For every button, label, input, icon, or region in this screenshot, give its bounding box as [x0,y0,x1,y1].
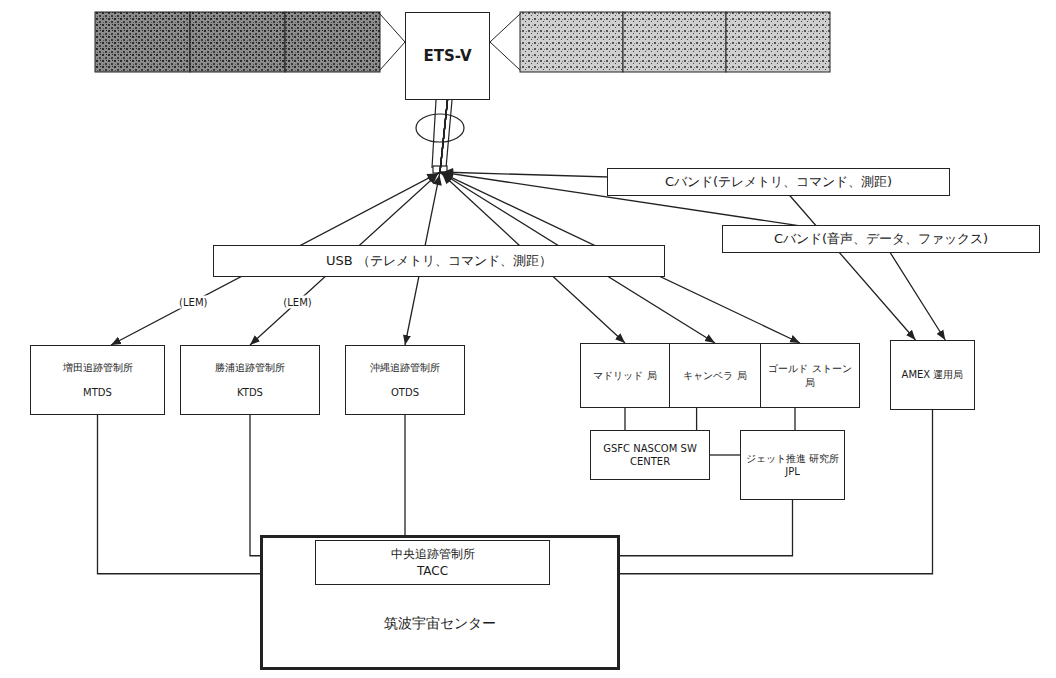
arrowhead [433,175,442,186]
node-title: 沖縄追跡管制所 [370,361,440,375]
link-label: (LEM) [177,295,209,308]
connector-group [795,408,796,430]
solar-panel-left [95,12,405,72]
signal-link [710,454,740,455]
satellite-body: ETS-V [405,12,490,100]
signal-link [624,408,625,430]
station-box: マドリッド 局 [580,343,670,408]
node-title: 増田追跡管制所 [63,361,133,375]
node-code: KTDS [237,386,263,400]
link-label: (LEM) [281,295,313,308]
node-title: 筑波宇宙センター [384,614,496,633]
band-label: Cバンド(音声、データ、ファックス) [722,225,1040,253]
station-box: AMEX 運用局 [890,340,975,410]
node-title: 勝浦追跡管制所 [215,361,285,375]
node-title: AMEX 運用局 [902,368,964,382]
connector-group [625,408,626,430]
connector-group [440,100,715,343]
signal-link [440,100,916,340]
antenna [416,100,464,173]
space-center-region: 筑波宇宙センター 中央追跡管制所TACC [260,535,620,670]
signal-link [440,100,800,343]
signal-link [440,100,625,343]
band-label: Cバンド(テレメトリ、コマンド、測距) [607,168,950,196]
connector-group [440,100,625,343]
arrowhead [443,169,454,178]
node-code: TACC [417,563,448,579]
signal-link [794,408,795,430]
connector-group [405,100,448,345]
node-code: MTDS [83,386,112,400]
connector-group [250,100,448,345]
node-title: ゴールド ストーン局 [765,362,855,389]
node-code: OTDS [391,386,419,400]
connector-group [440,100,945,340]
station-box: 増田追跡管制所 MTDS [30,345,165,415]
node-title: 中央追跡管制所 [391,546,475,562]
connector-group [440,100,916,340]
node-title: キャンベラ 局 [683,369,746,383]
control-center-box: 中央追跡管制所TACC [315,540,550,585]
network-center-box: GSFC NASCOM SW CENTER [590,430,710,480]
solar-panel-right [490,12,830,72]
connector-group [440,100,800,343]
station-box: キャンベラ 局 [669,343,761,408]
station-box: ゴールド ストーン局 [760,343,860,408]
connector-group [405,415,406,540]
signal-link [250,100,448,345]
node-title: GSFC NASCOM SW CENTER [595,442,705,469]
lab-box: ジェット推進 研究所 JPL [740,430,845,500]
node-title: マドリッド 局 [593,369,656,383]
connector-group [111,100,448,345]
signal-link [440,100,715,343]
station-box: 沖縄追跡管制所 OTDS [345,345,465,415]
connector-group [696,408,697,430]
signal-link [405,100,448,345]
node-title: USB （テレメトリ、コマンド、測距） [326,252,552,270]
signal-link [404,415,405,540]
connector-group [710,455,740,456]
signal-link [440,100,945,340]
node-title: ジェット推進 研究所 JPL [745,452,840,479]
band-box: USB （テレメトリ、コマンド、測距） [213,245,665,277]
signal-link [111,100,448,345]
node-title: ETS-V [423,46,471,66]
station-box: 勝浦追跡管制所 KTDS [180,345,320,415]
signal-link [696,408,697,430]
